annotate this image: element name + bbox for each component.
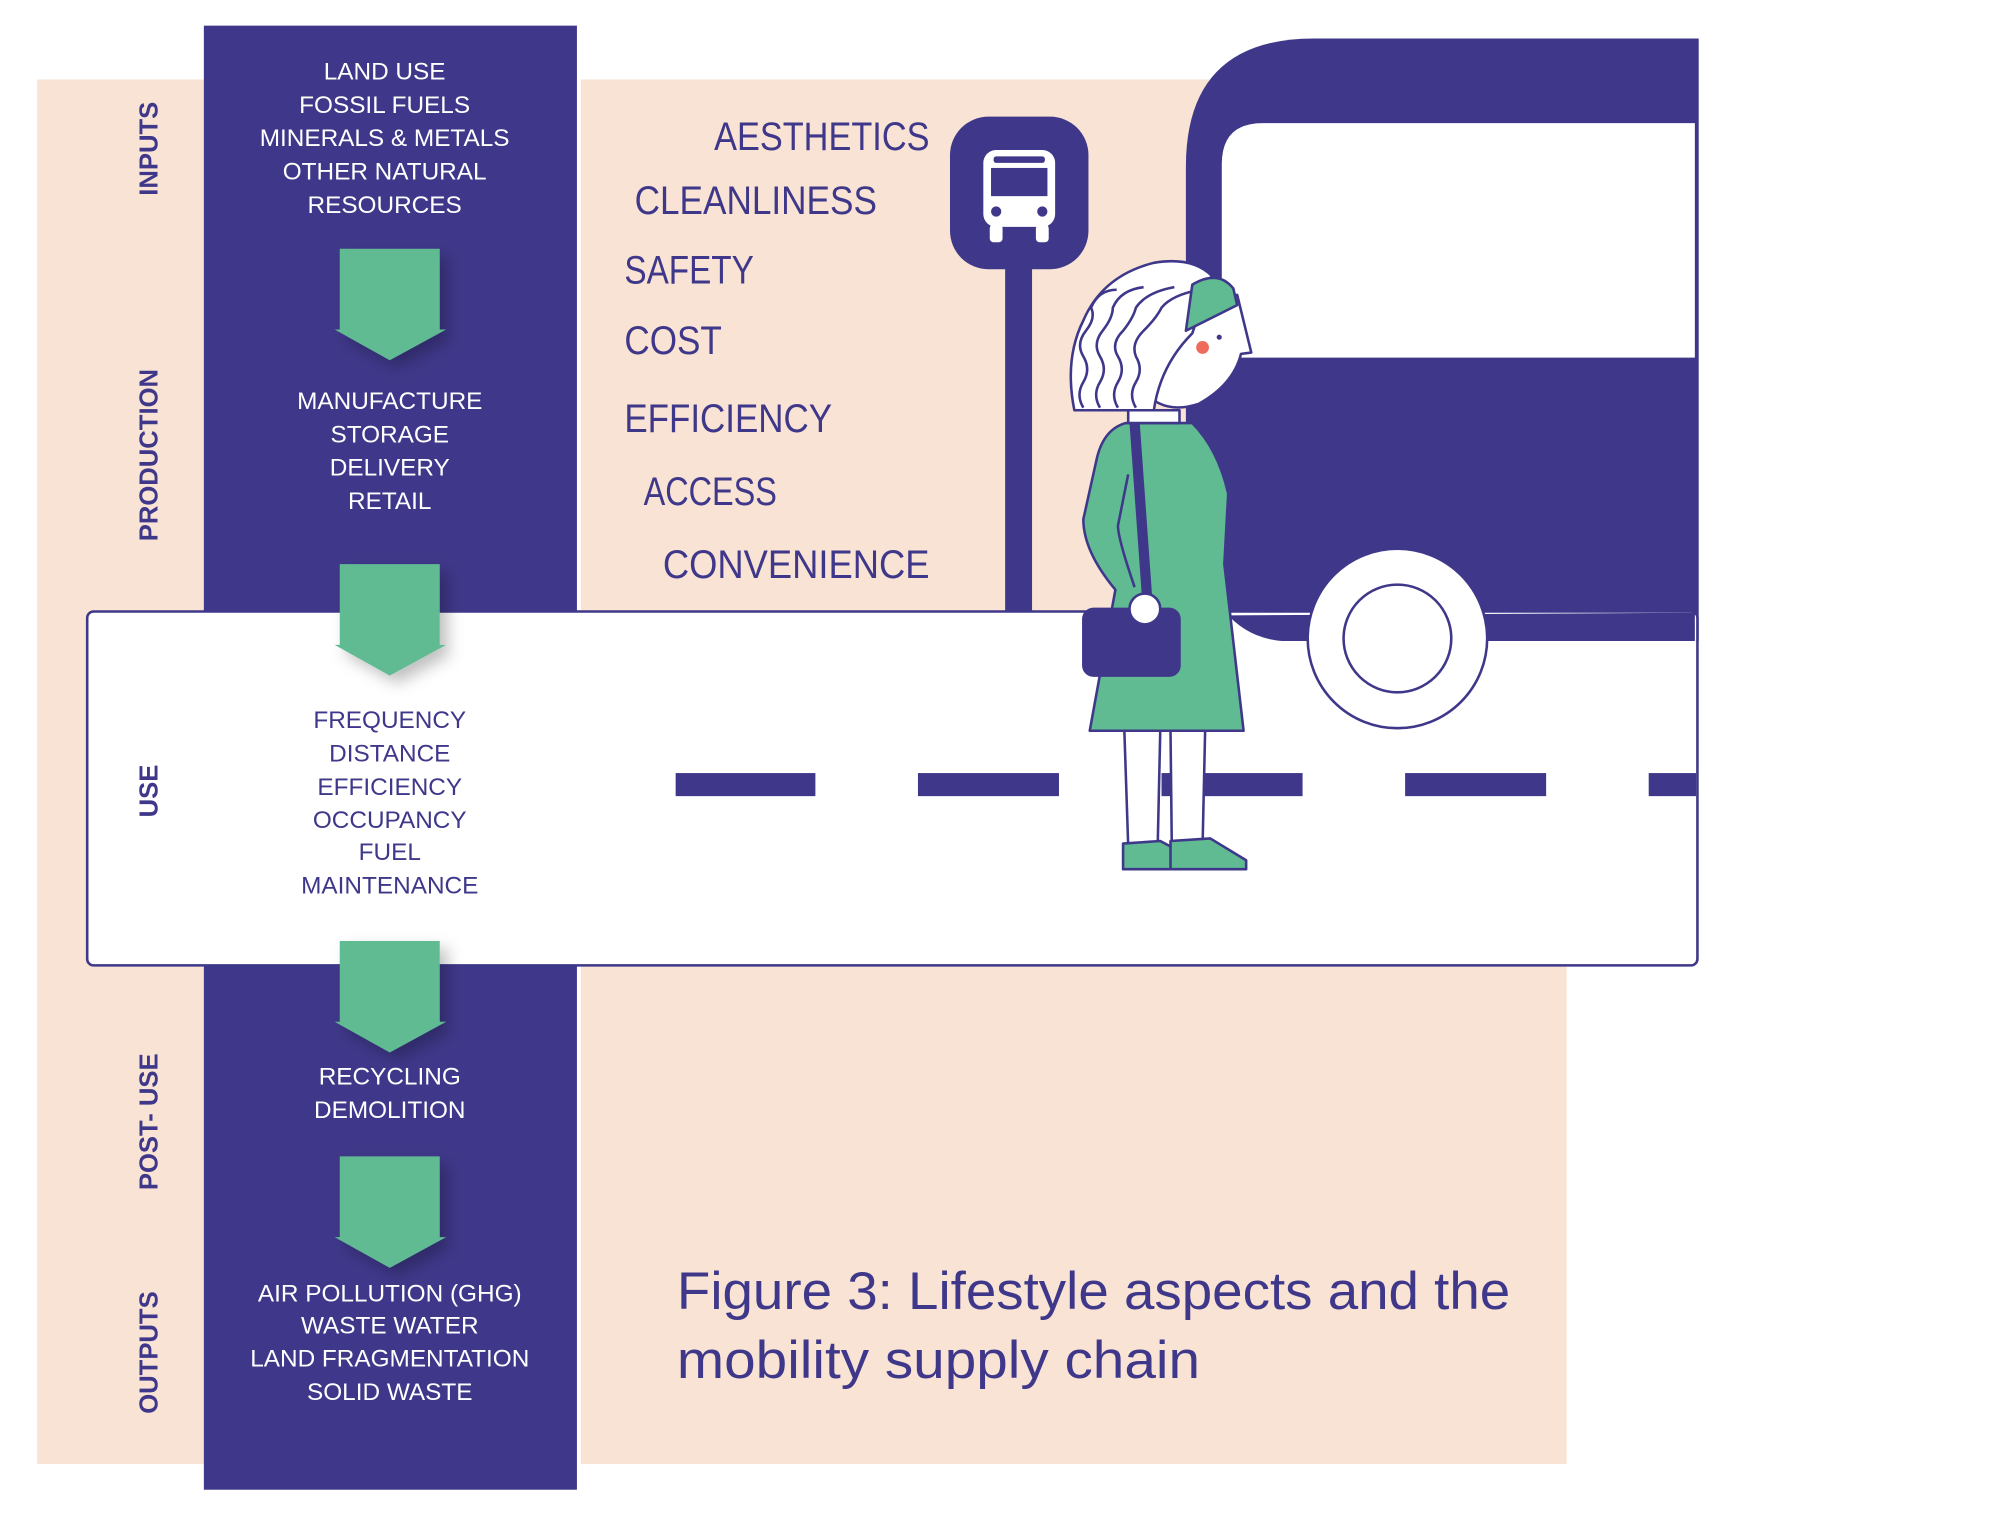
bus-illustration [1185, 38, 1699, 642]
list-item: FREQUENCY [313, 707, 466, 734]
stage-label-post-use: POST- USE [136, 1053, 164, 1190]
stage-label-outputs: OUTPUTS [136, 1291, 164, 1413]
bus-window [1221, 123, 1695, 358]
list-item: WASTE WATER [301, 1312, 479, 1339]
stage-label-production: PRODUCTION [136, 369, 164, 541]
stage-label-inputs: INPUTS [136, 102, 164, 196]
list-item: LAND FRAGMENTATION [250, 1346, 529, 1373]
list-item: STORAGE [330, 421, 449, 448]
road-dashes [675, 773, 1697, 797]
list-item: FOSSIL FUELS [299, 92, 470, 119]
list-item: RECYCLING [319, 1064, 461, 1091]
list-item: EFFICIENCY [317, 774, 462, 801]
use-list: FREQUENCY DISTANCE EFFICIENCY OCCUPANCY … [301, 707, 478, 899]
list-item: DEMOLITION [314, 1097, 465, 1124]
list-item: AIR POLLUTION (GHG) [258, 1280, 522, 1307]
aspect-item: COST [624, 319, 721, 363]
list-item: DISTANCE [329, 741, 450, 768]
list-item: SOLID WASTE [307, 1379, 472, 1406]
aspect-item: SAFETY [624, 248, 753, 292]
list-item: LAND USE [324, 58, 446, 85]
figure-caption-line2: mobility supply chain [677, 1331, 1200, 1390]
stage-label-use: USE [136, 765, 164, 818]
list-item: FUEL [359, 839, 421, 866]
aspect-item: CLEANLINESS [635, 179, 877, 223]
list-item: MAINTENANCE [301, 873, 478, 900]
figure-caption-line1: Figure 3: Lifestyle aspects and the [677, 1262, 1510, 1321]
list-item: MANUFACTURE [297, 388, 482, 415]
aspect-item: AESTHETICS [714, 115, 929, 159]
woman-illustration [1069, 259, 1253, 871]
aspect-item: EFFICIENCY [624, 397, 832, 441]
road [85, 610, 1699, 967]
inputs-list: LAND USE FOSSIL FUELS MINERALS & METALS … [260, 58, 510, 218]
list-item: RETAIL [348, 488, 431, 515]
lifestyle-aspects-list: AESTHETICS CLEANLINESS SAFETY COST EFFIC… [624, 115, 929, 587]
bus-wheel [1306, 547, 1489, 730]
list-item: DELIVERY [330, 455, 450, 482]
woman-eye [1216, 334, 1222, 340]
list-item: OTHER NATURAL [283, 158, 487, 185]
aspect-item: ACCESS [644, 470, 777, 514]
post-use-list: RECYCLING DEMOLITION [314, 1064, 465, 1124]
list-item: RESOURCES [308, 192, 462, 219]
woman-cheek [1196, 341, 1209, 354]
list-item: OCCUPANCY [313, 807, 467, 834]
aspect-item: CONVENIENCE [663, 543, 930, 587]
bus-icon [983, 149, 1056, 243]
outputs-list: AIR POLLUTION (GHG) WASTE WATER LAND FRA… [250, 1280, 529, 1406]
production-list: MANUFACTURE STORAGE DELIVERY RETAIL [297, 388, 482, 515]
list-item: MINERALS & METALS [260, 125, 510, 152]
bus-stop-sign [950, 116, 1089, 616]
